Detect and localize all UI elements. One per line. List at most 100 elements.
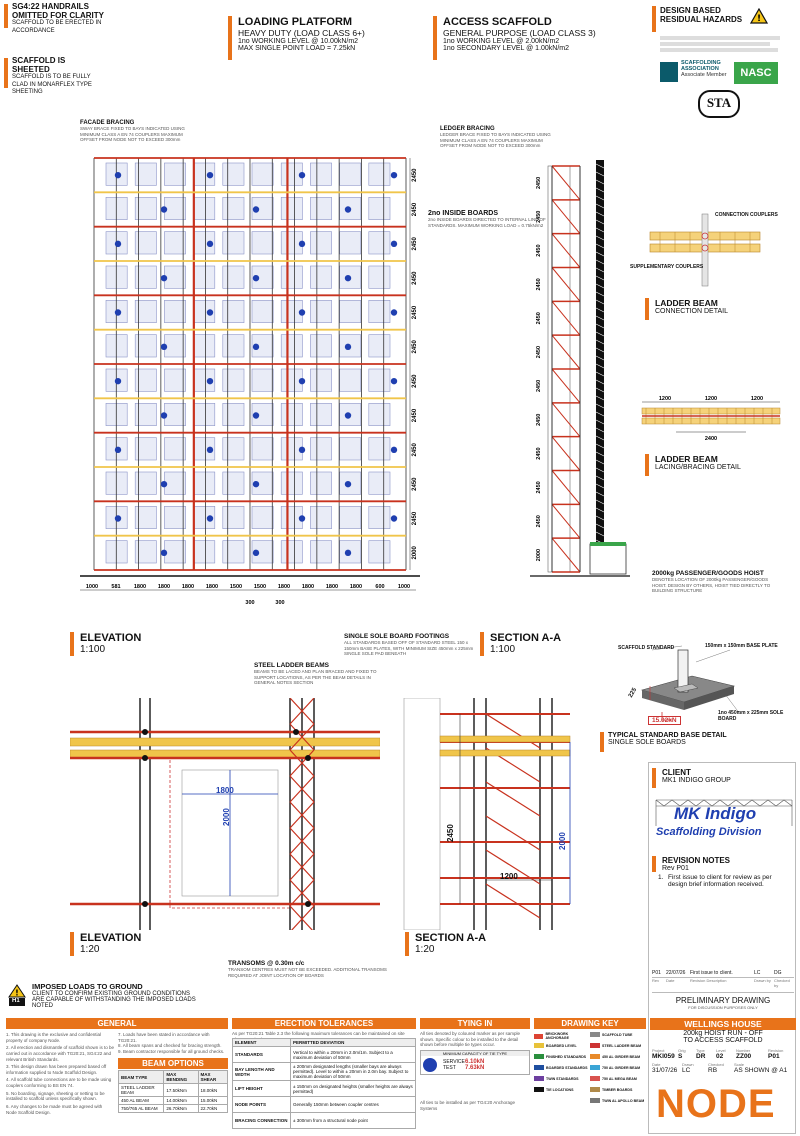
window xyxy=(368,403,391,426)
key-label: FINISHED STANDARDS xyxy=(546,1054,587,1059)
window xyxy=(222,506,245,529)
window xyxy=(164,403,186,426)
erection-cell: Generally 150mm between coupler centres xyxy=(290,1096,416,1113)
beam-cell: 26.70kNm xyxy=(163,1104,199,1113)
date-value: 31/07/26 xyxy=(652,1067,678,1074)
hoist-lattice xyxy=(595,315,605,321)
elevation-main-title: ELEVATION 1:100 xyxy=(70,632,141,656)
ledger-bracing-note: LEDGER BRACING LEDGER BRACE FIXED TO BAY… xyxy=(440,126,552,149)
hoist-title: 2000kg PASSENGER/GOODS HOIST xyxy=(652,570,764,577)
tie-marker xyxy=(390,377,398,385)
tie-marker xyxy=(114,240,122,248)
window xyxy=(251,368,274,392)
erection-header-cell: ELEMENT xyxy=(232,1038,291,1047)
bay-width-label: 1800 xyxy=(158,584,170,590)
title-block xyxy=(648,762,796,1134)
window xyxy=(134,471,157,495)
key-item: 750 AL MEGA BEAM xyxy=(590,1076,646,1081)
ladder-beam-connection-title: LADDER BEAM CONNECTION DETAIL xyxy=(645,298,728,320)
sole-board-title: SINGLE SOLE BOARD FOOTINGS xyxy=(344,633,450,640)
inside-boards-title: 2no INSIDE BOARDS xyxy=(428,210,499,217)
key-swatch xyxy=(590,1032,600,1037)
general-note: 8. All beam spans and checked for bracin… xyxy=(118,1043,222,1049)
lacing-dim-label: 1200 xyxy=(659,396,671,402)
section-lift-label: 2450 xyxy=(536,278,542,290)
rev-col-date: Date xyxy=(666,978,675,983)
lift-height-label: 2450 xyxy=(412,340,418,354)
tie-marker xyxy=(114,446,122,454)
nasc-logo: NASC xyxy=(734,62,778,84)
key-item: TWIN STANDARDS xyxy=(534,1076,590,1081)
window xyxy=(251,231,274,255)
sole-board-label: 1no 450mm x 225mm SOLE BOARD xyxy=(718,710,784,723)
detail-brace xyxy=(289,879,315,907)
tying-in: TYING IN All ties denoted by coloured ma… xyxy=(420,1018,530,1132)
erection-title: ERECTION TOLERANCES xyxy=(232,1018,416,1029)
note-handrails: SG4:22 HANDRAILS OMITTED FOR CLARITY SCA… xyxy=(4,2,104,35)
section-detail-w: 1200 xyxy=(500,872,518,881)
hoist-lattice xyxy=(595,171,605,177)
loading-platform-line1: 1no WORKING LEVEL @ 10.00kN/m2 xyxy=(238,38,359,45)
section-lift-label: 2450 xyxy=(536,481,542,493)
key-swatch xyxy=(534,1065,544,1070)
window xyxy=(368,300,391,323)
date-value: RB xyxy=(708,1067,718,1074)
coupler xyxy=(305,755,311,761)
detail-section-brace xyxy=(485,849,541,885)
hoist-lattice xyxy=(595,363,605,369)
hoist-lattice xyxy=(595,483,605,489)
window xyxy=(134,368,157,392)
tie-marker xyxy=(160,480,168,488)
hoist-lattice xyxy=(595,491,605,497)
key-label: 450 AL GIRDER BEAM xyxy=(602,1054,641,1059)
window xyxy=(222,403,245,426)
detail-section-beam xyxy=(439,749,571,757)
facade-bracing-title: FACADE BRACING xyxy=(80,120,135,126)
key-swatch xyxy=(534,1054,544,1059)
window xyxy=(193,197,216,220)
client-section: CLIENT MK1 INDIGO GROUP xyxy=(652,768,794,788)
erection-cell: BAY LENGTH AND WIDTH xyxy=(232,1062,291,1081)
window xyxy=(193,334,216,358)
detail-section-drawing xyxy=(403,698,571,930)
detail-brace xyxy=(289,853,315,881)
bay-width-label: 600 xyxy=(375,584,384,590)
window xyxy=(251,265,274,289)
window xyxy=(164,162,186,186)
window xyxy=(310,471,332,495)
section-main-label: SECTION A-A xyxy=(490,632,562,644)
key-item: 450 AL GIRDER BEAM xyxy=(590,1054,646,1059)
window xyxy=(310,162,332,186)
rev-row-by: LC xyxy=(754,970,761,976)
hoist-car xyxy=(589,543,627,575)
lacing-sub: LACING/BRACING DETAIL xyxy=(655,464,741,471)
drawing-no-value: 02 xyxy=(716,1053,724,1060)
window xyxy=(251,403,274,426)
beam-options-title: BEAM OPTIONS xyxy=(118,1058,228,1069)
mk-indigo-logo-text: MK Indigo xyxy=(674,804,757,823)
window xyxy=(251,540,274,564)
beam-cell: 14.00kNm xyxy=(163,1096,199,1105)
hoist-lattice xyxy=(595,259,605,265)
section-detail-h1: 2450 xyxy=(446,824,455,842)
section-main-scale: 1:100 xyxy=(490,644,516,655)
drawing-no-value: P01 xyxy=(768,1053,780,1060)
window xyxy=(251,506,274,529)
drawing-no-label: Orig xyxy=(678,1048,686,1053)
hoist-lattice xyxy=(595,307,605,313)
tie-marker xyxy=(298,309,306,316)
drawing-key-title: DRAWING KEY xyxy=(534,1018,646,1029)
tying-header: MINIMUM CAPACITY OF TIE TYPE xyxy=(421,1051,529,1056)
note-sheeted-body: SCAFFOLD IS TO BE FULLY CLAD IN MONARFLE… xyxy=(12,74,92,95)
inside-boards-body: 2no INSIDE BOARDS DIRECTED TO INTERNAL L… xyxy=(428,217,546,228)
hoist-lattice xyxy=(595,443,605,449)
access-scaffold-block: ACCESS SCAFFOLD GENERAL PURPOSE (LOAD CL… xyxy=(433,16,603,60)
transoms-note: TRANSOMS @ 0.30m c/c TRANSOM CENTRES MUS… xyxy=(228,960,388,978)
bay-width-label: 1800 xyxy=(182,584,194,590)
key-label: BOARDED LEVEL xyxy=(546,1043,577,1048)
key-swatch xyxy=(590,1098,600,1103)
sa-line3: Associate Member xyxy=(681,72,727,79)
